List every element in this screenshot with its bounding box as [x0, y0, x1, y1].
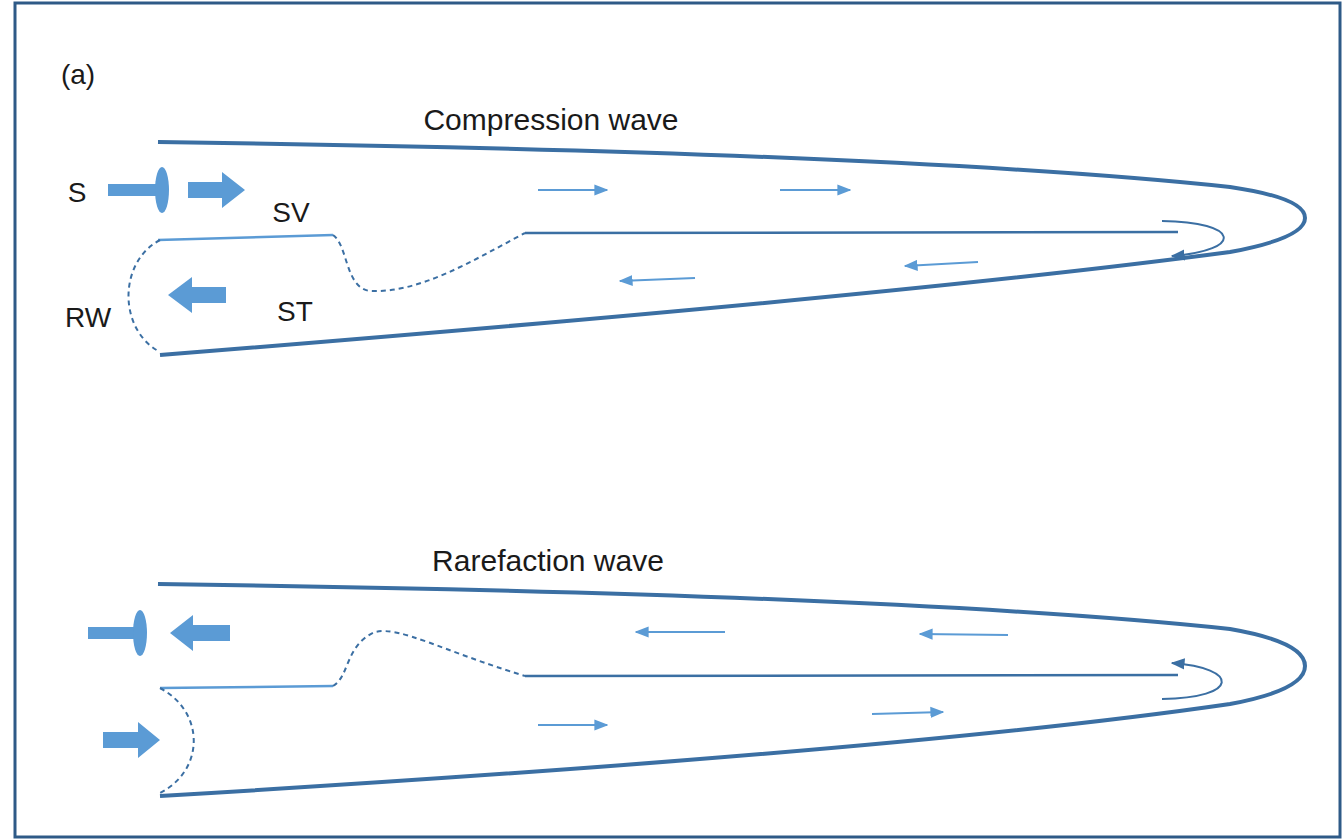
block-arrow [170, 615, 230, 651]
panel-title: Rarefaction wave [432, 546, 664, 576]
panel-letter: (a) [61, 61, 95, 89]
block-arrow [188, 172, 245, 208]
part-label: ST [277, 298, 313, 326]
partition [525, 232, 1178, 233]
flow-arrow [780, 189, 850, 191]
stapes-rod [108, 184, 156, 196]
part-label: SV [272, 199, 309, 227]
compression-panel [108, 142, 1305, 355]
flow-arrow [920, 634, 1008, 635]
helicotrema-arrow [1162, 221, 1224, 256]
flow-arrow [636, 631, 725, 633]
partition [158, 235, 333, 240]
flow-arrow [538, 724, 607, 726]
flow-arrow [620, 278, 695, 281]
part-label: RW [65, 304, 111, 332]
part-label: S [68, 179, 87, 207]
stapes-footplate [133, 610, 147, 656]
panel-title: Compression wave [423, 105, 678, 135]
panel-frame [15, 3, 1340, 837]
stapes-rod [88, 627, 134, 639]
round-window [129, 240, 161, 352]
stapes-footplate [155, 167, 169, 213]
flow-arrow [538, 189, 607, 191]
block-arrow [103, 722, 160, 758]
partition [160, 686, 333, 688]
rarefaction-panel [88, 584, 1305, 796]
cochlea-wall [158, 584, 1305, 796]
flow-arrow [872, 712, 943, 714]
helicotrema-arrow [1162, 663, 1222, 699]
cochlea-wall [158, 142, 1305, 355]
partition [525, 675, 1178, 676]
flow-arrow [905, 262, 978, 266]
displaced-membrane [333, 233, 525, 291]
displaced-membrane [333, 631, 525, 686]
block-arrow [168, 277, 226, 313]
round-window [160, 688, 194, 793]
